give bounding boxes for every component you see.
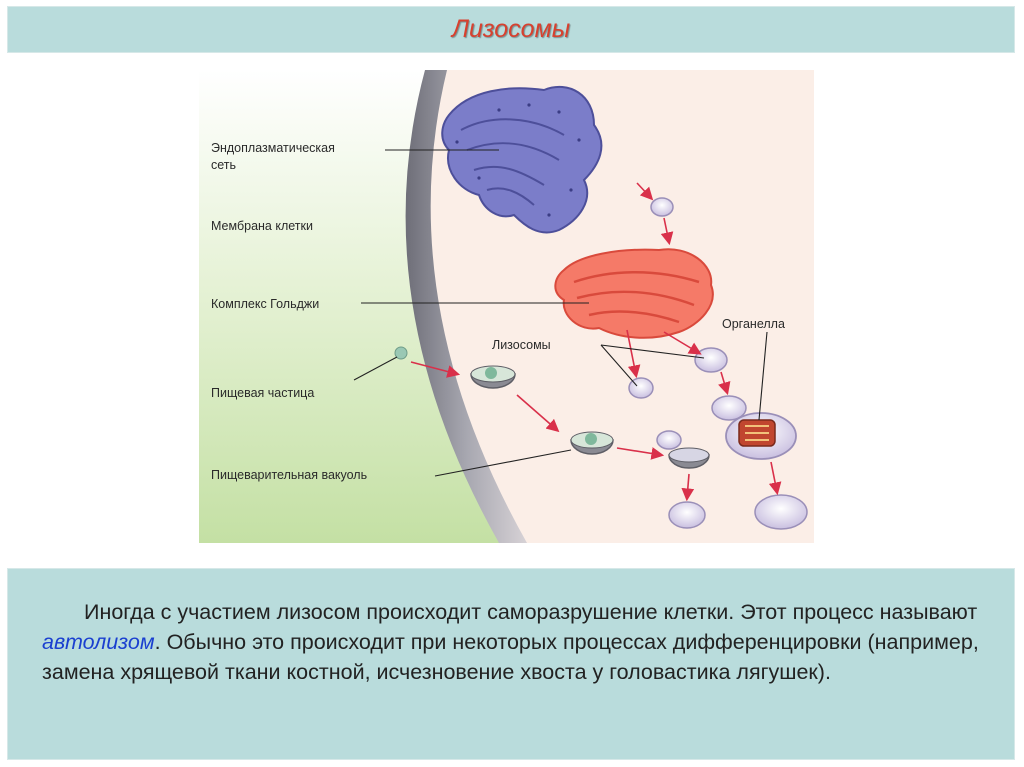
label-lysosomes: Лизосомы	[492, 338, 551, 352]
caption-text: Иногда с участием лизосом происходит сам…	[42, 597, 982, 687]
phagocytic-vacuole	[470, 365, 516, 389]
digestive-vacuole-2	[668, 447, 710, 469]
process-arrows	[410, 182, 782, 502]
food-particle	[394, 346, 408, 360]
golgi-complex	[554, 248, 714, 339]
caption-part1: Иногда с участием лизосом происходит сам…	[84, 600, 978, 624]
caption-highlight-autolysis: автолизом	[42, 630, 155, 654]
cell-membrane	[405, 70, 527, 543]
endoplasmic-reticulum	[441, 85, 603, 234]
label-digestive-vacuole: Пищеварительная вакуоль	[211, 468, 367, 482]
caption-part2: . Обычно это происходит при некоторых пр…	[42, 630, 979, 684]
title-bar: Лизосомы	[7, 6, 1015, 53]
leader-lines	[353, 149, 768, 477]
label-organelle: Органелла	[722, 317, 785, 331]
label-food-particle: Пищевая частица	[211, 386, 314, 400]
diagram-svg: Эндоплазматическая сеть Мембрана клетки …	[199, 70, 814, 543]
digestive-vacuole-1	[570, 431, 614, 455]
label-golgi: Комплекс Гольджи	[211, 297, 319, 311]
slide-title: Лизосомы	[451, 15, 571, 43]
label-membrane: Мембрана клетки	[211, 219, 313, 233]
lysosome-vesicles	[628, 347, 808, 530]
label-er-line1: Эндоплазматическая	[211, 141, 335, 155]
organelle-autophagosome	[725, 412, 797, 460]
lysosome-diagram: Эндоплазматическая сеть Мембрана клетки …	[199, 70, 814, 543]
label-er-line2: сеть	[211, 158, 236, 172]
caption-box: Иногда с участием лизосом происходит сам…	[7, 568, 1015, 760]
transport-vesicle	[650, 197, 674, 217]
